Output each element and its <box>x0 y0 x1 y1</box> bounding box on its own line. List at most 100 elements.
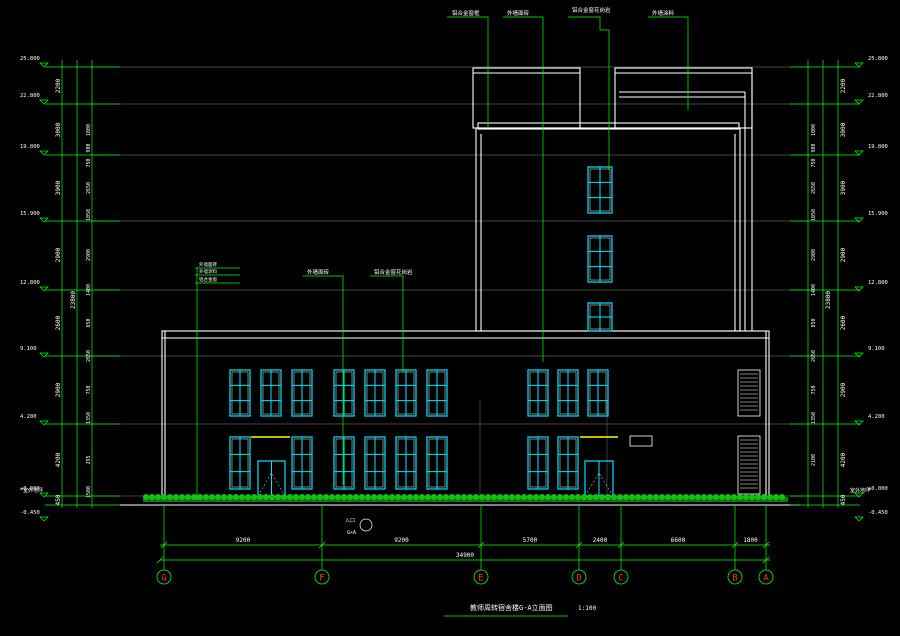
window-upper-right-2 <box>587 369 609 417</box>
callout-left-0: 外墙面砖 <box>199 261 217 268</box>
right-dim-6: 4200 <box>840 452 847 467</box>
right-dim-1: 3000 <box>840 122 847 137</box>
axis-label-F: F <box>319 574 324 584</box>
left-dim-2: 3900 <box>55 180 62 195</box>
right-dim-5: 2900 <box>840 382 847 397</box>
window-lower-left-5 <box>426 436 448 490</box>
axis-bubble-C: C <box>613 566 629 585</box>
left-inner-dim-11: 295 <box>86 455 92 464</box>
window-lower-left-1 <box>291 436 313 490</box>
window-upper-right-1 <box>557 369 579 417</box>
left-inner-dim-2: 750 <box>86 158 92 167</box>
axis-bubble-E: E <box>473 566 489 585</box>
left-total: 23800 <box>70 291 77 309</box>
entrance-note-text: 入口 <box>345 518 355 524</box>
right-dim-3: 2900 <box>840 247 847 262</box>
bottom-dim-1: 9200 <box>394 537 409 544</box>
window-upper-left-2 <box>291 369 313 417</box>
left-dim-6: 4200 <box>55 452 62 467</box>
left-dim-3: 2900 <box>55 247 62 262</box>
left-dim-1: 3000 <box>55 122 62 137</box>
left-inner-dim-7: 850 <box>86 318 92 327</box>
window-lower-left-4 <box>395 436 417 490</box>
bottom-dimension-lines <box>156 505 770 566</box>
left-inner-dim-6: 1400 <box>86 284 92 296</box>
window-lower-left-2 <box>333 436 355 490</box>
dimension-text-left: 2200300039002900260029004200450238001000… <box>55 78 92 505</box>
planting-strip <box>143 494 788 502</box>
right-inner-dim-8: 2650 <box>811 350 817 362</box>
right-dim-2: 3900 <box>840 180 847 195</box>
axis-bubble-G: G <box>156 566 172 585</box>
right-inner-dim-7: 850 <box>811 318 817 327</box>
elevation-right-0: 25.800 <box>868 56 888 62</box>
right-inner-dim-1: 900 <box>811 143 817 152</box>
elevation-left-0: 25.800 <box>20 56 40 62</box>
left-dimensions <box>45 60 120 508</box>
left-inner-dim-4: 1050 <box>86 209 92 221</box>
window-upper-left-6 <box>426 369 448 417</box>
left-inner-dim-12: 1500 <box>86 486 92 498</box>
drawing-title-block: 教师周转宿舍楼G-A立面图 1:100 <box>444 603 596 617</box>
right-inner-dim-4: 1050 <box>811 209 817 221</box>
elevation-left-3: 15.900 <box>20 211 40 217</box>
left-inner-dim-3: 2650 <box>86 182 92 194</box>
callout-top-1: 外墙面砖 <box>507 9 530 17</box>
axis-bubble-B: B <box>727 566 743 585</box>
right-dim-4: 2600 <box>840 315 847 330</box>
ground-labels: 室外地坪 室外地坪 <box>23 487 870 494</box>
left-dim-7: 450 <box>55 494 62 505</box>
window-lower-left-0 <box>229 436 251 490</box>
callout-labels: 铝合金窗框 外墙面砖 铝合金窗花岗岩 外墙涂料 外墙面砖 铝合金窗花岗岩 外墙面… <box>199 6 675 283</box>
level-lines <box>90 66 810 497</box>
entrance-note: 入口 G×A <box>345 518 373 536</box>
right-inner-dim-10: 1350 <box>811 412 817 424</box>
bottom-dim-0: 9200 <box>236 537 251 544</box>
left-inner-dim-5: 2900 <box>86 249 92 261</box>
elevation-left-2: 19.800 <box>20 144 40 150</box>
callout-leaders <box>195 16 689 500</box>
callout-mid-1: 铝合金窗花岗岩 <box>374 268 413 276</box>
axis-bubble-F: F <box>314 566 330 585</box>
window-upper-left-5 <box>395 369 417 417</box>
callout-top-3: 外墙涂料 <box>652 9 675 17</box>
elevation-right-2: 19.800 <box>868 144 888 150</box>
elevation-left-4: 12.800 <box>20 280 40 286</box>
left-dim-0: 2200 <box>55 78 62 93</box>
elevation-left-7: ±0.000 <box>20 486 40 492</box>
right-inner-dim-2: 750 <box>811 158 817 167</box>
right-inner-dim-5: 2900 <box>811 249 817 261</box>
elevation-right-4: 12.800 <box>868 280 888 286</box>
window-lower-right-1 <box>557 436 579 490</box>
window-upper-right-0 <box>527 369 549 417</box>
stair-window-2 <box>587 302 613 332</box>
entrance-note-symbol: G×A <box>347 530 356 536</box>
window-lower-left-3 <box>364 436 386 490</box>
callout-top-2: 铝合金窗花岗岩 <box>572 6 611 14</box>
windows-group <box>229 166 614 497</box>
elevation-right-8: -0.450 <box>868 510 888 516</box>
left-inner-dim-9: 750 <box>86 385 92 394</box>
window-upper-left-1 <box>260 369 282 417</box>
right-inner-dim-9: 750 <box>811 385 817 394</box>
left-inner-dim-1: 900 <box>86 143 92 152</box>
left-inner-dim-0: 1000 <box>86 124 92 136</box>
window-upper-left-3 <box>333 369 355 417</box>
right-dim-0: 2200 <box>840 78 847 93</box>
elevation-right-5: 9.100 <box>868 346 885 352</box>
axis-label-A: A <box>763 574 769 584</box>
right-inner-dim-3: 2650 <box>811 182 817 194</box>
axis-label-B: B <box>732 574 737 584</box>
dimension-text-right: 2200300039002900260029004200450238001000… <box>811 78 847 505</box>
louver-panels <box>737 369 761 495</box>
elevation-labels-right: 25.80022.80019.80015.90012.8009.1004.200… <box>854 56 888 522</box>
left-dim-5: 2900 <box>55 382 62 397</box>
stair-window-0 <box>587 166 613 214</box>
window-upper-left-4 <box>364 369 386 417</box>
entrance-door-right <box>584 460 614 497</box>
right-dim-7: 450 <box>840 494 847 505</box>
elevation-left-1: 22.800 <box>20 93 40 99</box>
